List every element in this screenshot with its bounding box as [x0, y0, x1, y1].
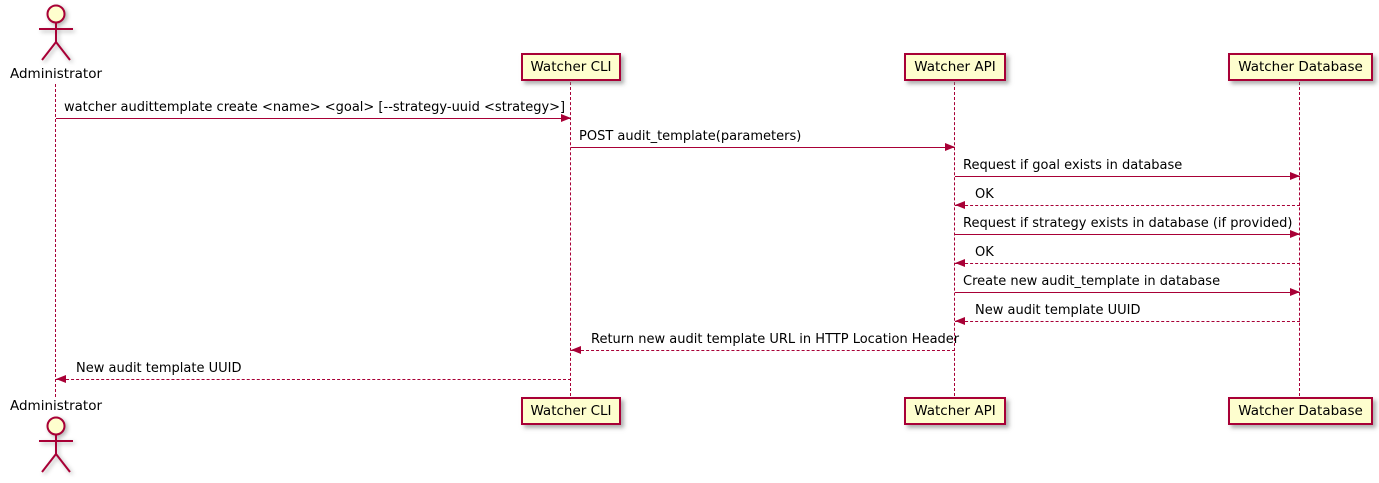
message-3-arrow [955, 172, 1300, 180]
administrator-actor-icon [39, 4, 73, 61]
message-9-arrow [571, 346, 955, 354]
message-4-arrow [955, 201, 1300, 209]
lifeline-watcher-database [1299, 82, 1300, 396]
message-6-arrow [955, 259, 1300, 267]
message-3: Request if goal exists in database [955, 158, 1300, 180]
message-6-label: OK [975, 245, 994, 260]
participant-watcher-database-bottom: Watcher Database [1228, 397, 1373, 425]
message-3-label: Request if goal exists in database [963, 158, 1183, 173]
participant-watcher-api-top: Watcher API [904, 53, 1006, 81]
message-10: New audit template UUID [56, 361, 571, 383]
message-10-label: New audit template UUID [76, 361, 242, 376]
message-8-label: New audit template UUID [975, 303, 1141, 318]
message-7-label: Create new audit_template in database [963, 274, 1221, 289]
lifeline-watcher-api [954, 82, 955, 396]
message-1-label: watcher audittemplate create <name> <goa… [64, 100, 566, 115]
message-5: Request if strategy exists in database (… [955, 216, 1300, 238]
message-9-label: Return new audit template URL in HTTP Lo… [591, 332, 960, 347]
message-9: Return new audit template URL in HTTP Lo… [571, 332, 960, 354]
lifeline-watcher-cli [570, 82, 571, 396]
message-2-label: POST audit_template(parameters) [579, 129, 802, 144]
message-6: OK [955, 245, 1300, 267]
message-2-arrow [571, 143, 955, 151]
message-5-label: Request if strategy exists in database (… [963, 216, 1293, 231]
message-4-label: OK [975, 187, 994, 202]
participant-watcher-cli-bottom: Watcher CLI [521, 397, 621, 425]
message-4: OK [955, 187, 1300, 209]
message-2: POST audit_template(parameters) [571, 129, 955, 151]
message-5-arrow [955, 230, 1300, 238]
message-1: watcher audittemplate create <name> <goa… [56, 100, 571, 122]
administrator-label-bottom: Administrator [9, 398, 103, 414]
lifeline-administrator [55, 84, 56, 397]
message-10-arrow [56, 375, 571, 383]
message-7-arrow [955, 288, 1300, 296]
administrator-actor-icon-bottom [39, 416, 73, 473]
participant-watcher-database-top: Watcher Database [1228, 53, 1373, 81]
message-1-arrow [56, 114, 571, 122]
administrator-label-top: Administrator [9, 66, 103, 82]
message-8-arrow [955, 317, 1300, 325]
participant-watcher-cli-top: Watcher CLI [521, 53, 621, 81]
message-7: Create new audit_template in database [955, 274, 1300, 296]
message-8: New audit template UUID [955, 303, 1300, 325]
participant-watcher-api-bottom: Watcher API [904, 397, 1006, 425]
